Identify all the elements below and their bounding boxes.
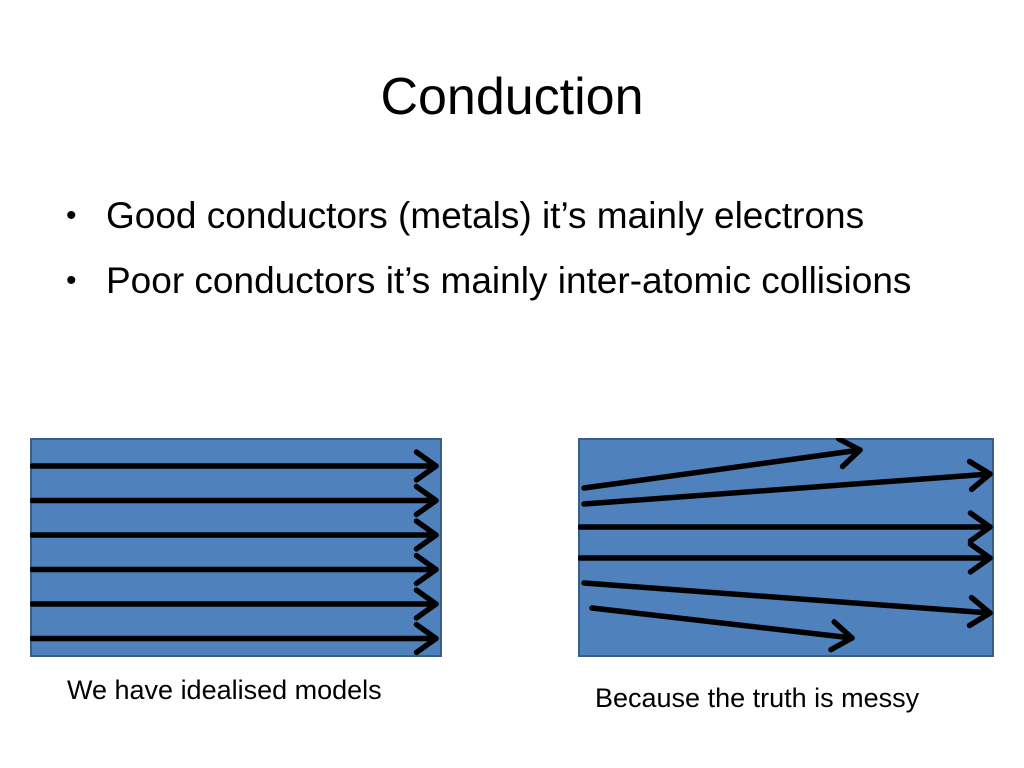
conductor-block: [30, 438, 442, 657]
arrow: [581, 438, 863, 491]
arrow-group: [578, 438, 993, 653]
bullet-item: • Good conductors (metals) it’s mainly e…: [66, 190, 966, 242]
bullet-marker: •: [66, 199, 77, 232]
conductor-block: [578, 438, 994, 657]
messy-caption: Because the truth is messy: [595, 683, 920, 713]
arrow: [30, 449, 439, 483]
arrow-group: [30, 449, 439, 656]
arrow: [589, 605, 855, 653]
bullet-text: Poor conductors it’s mainly inter-atomic…: [106, 260, 912, 301]
bullet-list: • Good conductors (metals) it’s mainly e…: [66, 190, 966, 320]
arrow: [30, 587, 439, 621]
messy-model-diagram: [578, 438, 994, 657]
arrow: [30, 483, 439, 518]
idealised-model-diagram: [30, 438, 442, 657]
idealised-caption: We have idealised models: [67, 675, 382, 705]
arrow: [30, 518, 439, 552]
bullet-item: • Poor conductors it’s mainly inter-atom…: [66, 255, 966, 307]
slide-title: Conduction: [380, 68, 644, 126]
bullet-text: Good conductors (metals) it’s mainly ele…: [106, 195, 865, 236]
arrow: [578, 510, 993, 544]
arrow: [30, 552, 439, 587]
arrow: [30, 621, 439, 656]
arrow: [581, 580, 993, 629]
arrow: [581, 458, 993, 507]
arrow: [578, 541, 993, 575]
bullet-marker: •: [66, 264, 77, 297]
